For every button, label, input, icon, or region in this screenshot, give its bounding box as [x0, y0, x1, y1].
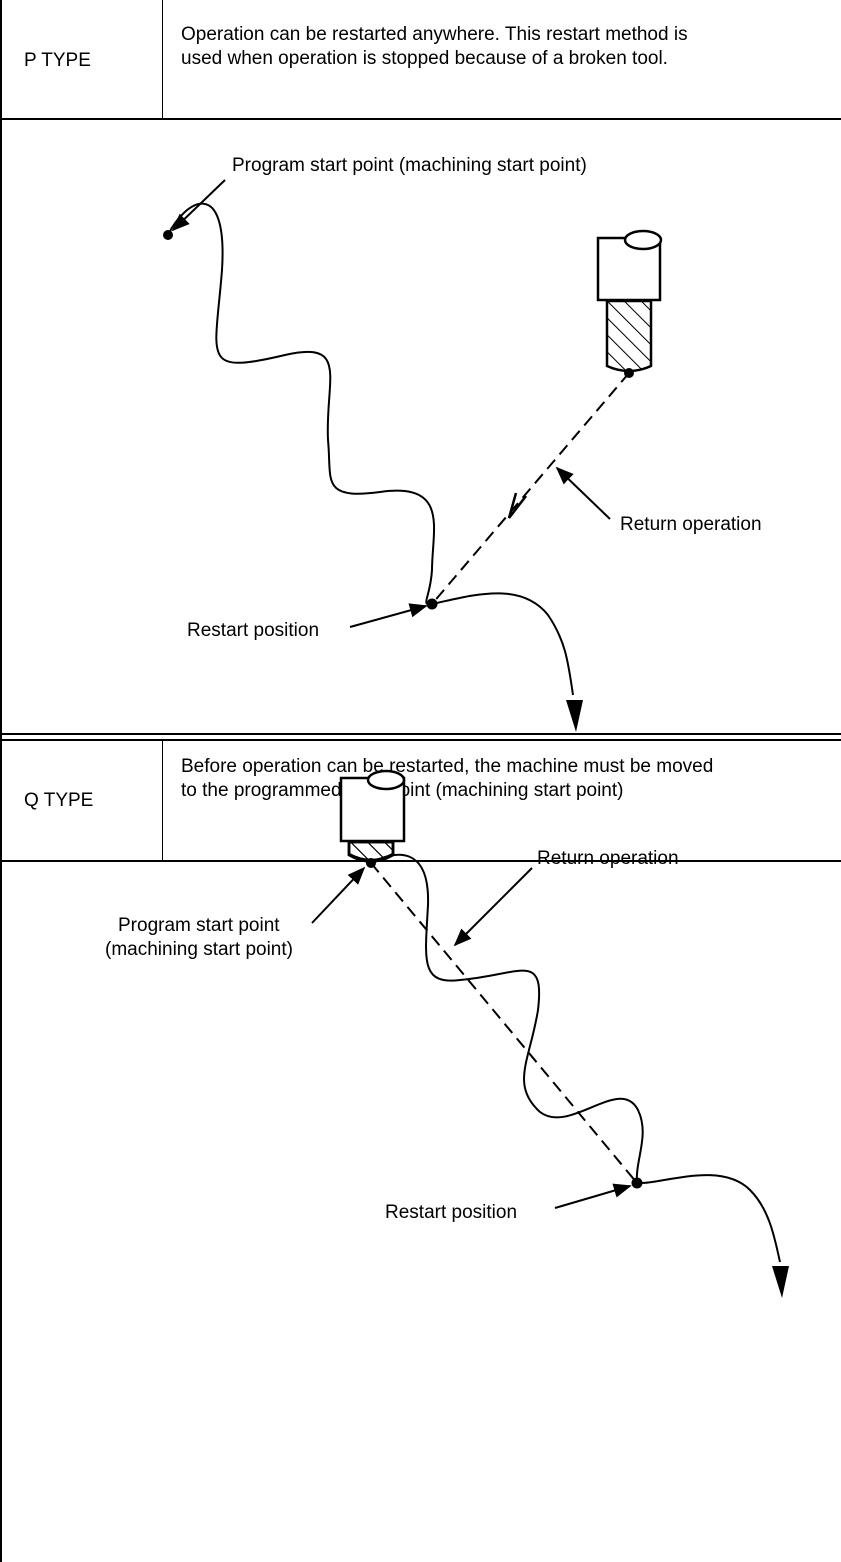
p-restart-dot [426, 598, 438, 610]
q-header-bottom-line [0, 860, 841, 862]
p-program-start-label: Program start point (machining start poi… [232, 155, 587, 176]
p-program-start-pointer [171, 179, 226, 232]
p-program-start-dot [163, 230, 173, 240]
q-return-label: Return operation [537, 848, 679, 869]
q-path-end-arrow [772, 1266, 789, 1298]
p-restart-pointer [349, 603, 428, 628]
q-return-pointer [453, 867, 533, 947]
p-path-end-arrow [566, 700, 583, 732]
q-program-start-pointer [311, 866, 366, 924]
q-restart-pointer [554, 1183, 632, 1209]
q-tool-path [370, 853, 781, 1263]
p-description-line-1: Operation can be restarted anywhere. Thi… [181, 24, 688, 45]
q-return-path [370, 862, 638, 1184]
p-return-direction-arrow [507, 492, 527, 519]
q-tool-shank [347, 840, 395, 862]
q-restart-label: Restart position [385, 1202, 517, 1223]
p-return-path [431, 372, 630, 605]
q-restart-dot [631, 1177, 643, 1189]
p-tool-icon [596, 229, 663, 373]
p-description-line-2: used when operation is stopped because o… [181, 48, 668, 69]
p-header-bottom-line [0, 118, 841, 120]
p-header-divider [162, 0, 163, 118]
p-diagram: Program start point (machining start poi… [163, 155, 762, 732]
p-return-pointer [555, 466, 611, 520]
p-return-label: Return operation [620, 514, 762, 535]
p-tool-path [167, 202, 574, 696]
q-diagram: Program start point (machining start poi… [105, 769, 789, 1298]
q-description-line-1: Before operation can be restarted, the m… [181, 756, 714, 777]
q-program-start-label-line1: Program start point [118, 915, 280, 936]
q-program-start-label-line2: (machining start point) [105, 939, 293, 960]
p-restart-label: Restart position [187, 620, 319, 641]
q-header-divider [162, 741, 163, 860]
frame-left-border [0, 0, 2, 1562]
section-separator-top [0, 733, 841, 735]
p-type-label: P TYPE [24, 50, 91, 71]
q-type-label: Q TYPE [24, 790, 94, 811]
section-separator-bottom [0, 739, 841, 741]
